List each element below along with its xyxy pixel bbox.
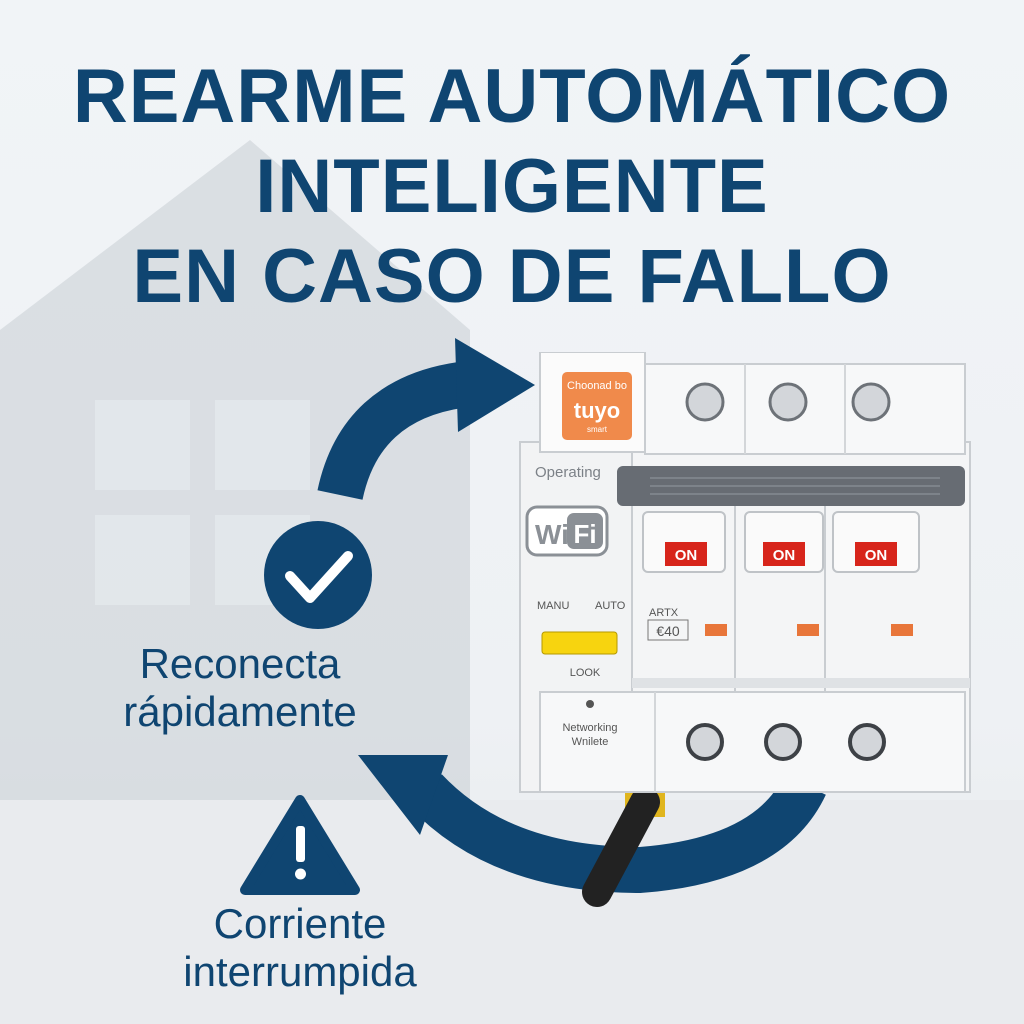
terminal-screw	[764, 723, 802, 761]
pole-toggle-2[interactable]: ON	[744, 511, 824, 573]
reconnect-line-1: Reconecta	[139, 640, 341, 687]
manual-auto-switch[interactable]	[541, 631, 618, 655]
networking-line-1: Networking	[562, 722, 617, 734]
upper-arrow	[317, 338, 535, 501]
interrupted-label: Corriente interrumpida	[140, 900, 460, 996]
interrupted-line-2: interrumpida	[183, 948, 417, 995]
headline-line-1: REARME AUTOMÁTICO	[72, 54, 952, 139]
operating-text: Operating	[535, 464, 601, 481]
rating-label: €40	[656, 623, 680, 639]
pole-2-indicator	[797, 624, 819, 636]
terminal-screw	[686, 723, 724, 761]
auto-label: AUTO	[595, 600, 626, 612]
headline-line-3: EN CASO DE FALLO	[132, 234, 892, 319]
pole-1-state: ON	[675, 547, 698, 564]
reconnect-label: Reconecta rápidamente	[90, 640, 390, 736]
pole-toggle-3[interactable]: ON	[832, 511, 920, 573]
wifi-left-text: Wi	[535, 519, 569, 550]
tuya-badge	[562, 372, 632, 440]
manu-label: MANU	[537, 600, 569, 612]
pole-3-indicator	[891, 624, 913, 636]
pole-2-state: ON	[773, 547, 796, 564]
badge-brand-text: tuyo	[574, 398, 620, 423]
terminal-screw	[685, 382, 725, 422]
terminal-screw	[768, 382, 808, 422]
pole-3-state: ON	[865, 547, 888, 564]
lower-arrow	[358, 755, 826, 894]
wifi-right-text: Fi	[573, 519, 596, 549]
check-circle-icon	[264, 521, 372, 629]
antenna	[582, 777, 665, 907]
pole-toggle-1[interactable]: ON	[642, 511, 726, 573]
networking-line-2: Wnilete	[572, 736, 609, 748]
interrupted-line-1: Corriente	[213, 900, 387, 947]
look-label: LOOK	[570, 667, 601, 679]
pole-1-indicator	[705, 624, 727, 636]
warning-triangle-icon	[240, 795, 360, 895]
status-led	[586, 700, 594, 708]
model-label: ARTX	[649, 607, 679, 619]
terminal-screw	[851, 382, 891, 422]
badge-top-text: Choonad bo	[567, 380, 627, 392]
badge-sub-text: smart	[587, 425, 608, 434]
smart-breaker-device: Choonad bo tuyo smart Operating Wi Fi MA…	[519, 352, 971, 907]
terminal-screw	[848, 723, 886, 761]
wifi-logo-icon: Wi Fi	[525, 505, 609, 557]
reconnect-line-2: rápidamente	[123, 688, 357, 735]
headline-line-2: INTELIGENTE	[255, 144, 769, 229]
headline: REARME AUTOMÁTICO INTELIGENTE EN CASO DE…	[0, 52, 1024, 322]
